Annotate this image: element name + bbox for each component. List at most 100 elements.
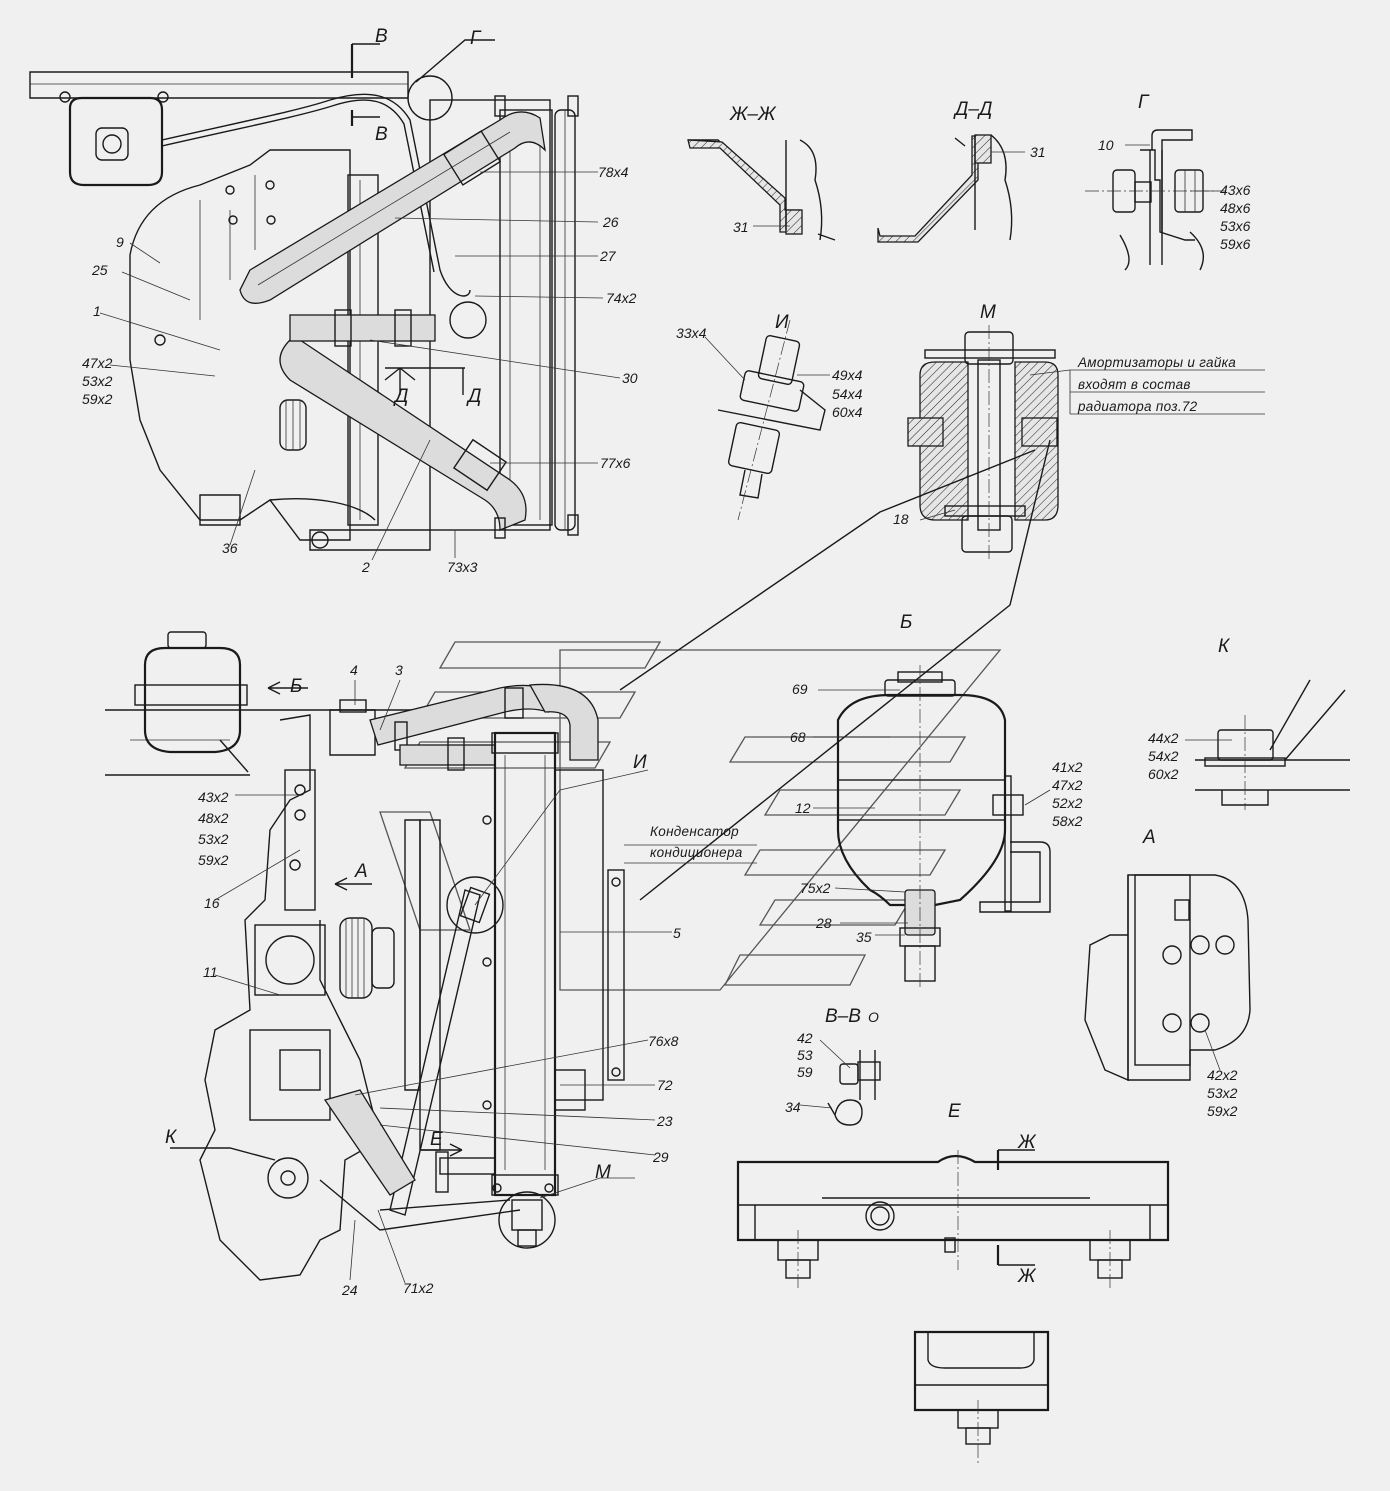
view-m: [619, 325, 1265, 901]
marker-i: И: [633, 752, 647, 773]
marker-d1: Д: [393, 386, 408, 407]
callout-29: 29: [652, 1149, 669, 1165]
main-assembly-view: [105, 631, 757, 1284]
callout-47x2: 47х2: [82, 355, 113, 371]
b-callout-68: 68: [790, 729, 806, 745]
callout-24: 24: [341, 1282, 358, 1298]
view-g: [1085, 129, 1225, 271]
title-i: И: [775, 312, 789, 333]
marker-k: К: [165, 1127, 178, 1148]
vv-callout-53: 53: [797, 1047, 813, 1063]
marker-e: Е: [430, 1129, 443, 1150]
callout-72: 72: [657, 1077, 673, 1093]
zh-callout-31: 31: [733, 219, 749, 235]
view-b: [813, 665, 1051, 990]
m-note-line1: Амортизаторы и гайка: [1077, 355, 1236, 370]
b-callout-28: 28: [815, 915, 832, 931]
g-callout-59: 59х6: [1220, 236, 1251, 252]
section-d-d: [877, 134, 1025, 243]
marker-zh-bot: Ж: [1017, 1266, 1037, 1287]
marker-v-top: В: [375, 26, 388, 47]
title-zh-zh: Ж–Ж: [729, 104, 777, 125]
callout-25: 25: [91, 262, 108, 278]
vv-callout-42: 42: [797, 1030, 813, 1046]
vv-callout-34: 34: [785, 1099, 801, 1115]
g-callout-53: 53х6: [1220, 218, 1251, 234]
marker-b: Б: [290, 676, 302, 697]
view-a: [1084, 874, 1251, 1082]
marker-g: Г: [470, 28, 482, 49]
labels: В В Г Д Д 78х4 26 27 74х2 30 77х6 9 25 1…: [82, 26, 1251, 1298]
callout-59x2-main: 59х2: [198, 852, 229, 868]
i-callout-49: 49х4: [832, 367, 863, 383]
g-callout-43: 43х6: [1220, 182, 1251, 198]
callout-3: 3: [395, 662, 403, 678]
b-callout-35: 35: [856, 929, 872, 945]
m-note-line3: радиатора поз.72: [1077, 399, 1198, 414]
callout-73: 73х3: [447, 559, 478, 575]
marker-zh-top: Ж: [1017, 1132, 1037, 1153]
view-vv: [799, 1039, 881, 1126]
i-callout-54: 54х4: [832, 386, 863, 402]
section-zh-zh: [687, 139, 836, 241]
callout-76: 76х8: [648, 1033, 679, 1049]
callout-74: 74х2: [606, 290, 637, 306]
rotation-mark: О: [868, 1009, 879, 1025]
callout-26: 26: [602, 214, 619, 230]
callout-59x2: 59х2: [82, 391, 113, 407]
callout-36: 36: [222, 540, 238, 556]
callout-16: 16: [204, 895, 220, 911]
m-callout-18: 18: [893, 511, 909, 527]
title-vv: В–В: [825, 1006, 861, 1027]
callout-53x2-main: 53х2: [198, 831, 229, 847]
callout-5: 5: [673, 925, 681, 941]
i-callout-33: 33х4: [676, 325, 707, 341]
callout-71: 71х2: [403, 1280, 434, 1296]
marker-m: М: [595, 1162, 611, 1183]
callout-4: 4: [350, 662, 358, 678]
bottom-detail-view: [913, 1330, 1050, 1465]
title-m: М: [980, 302, 996, 323]
a-callout-53: 53х2: [1207, 1085, 1238, 1101]
marker-a: А: [354, 861, 368, 882]
title-e: Е: [948, 1101, 961, 1122]
b-callout-52: 52х2: [1052, 795, 1083, 811]
g-callout-48: 48х6: [1220, 200, 1251, 216]
k-callout-60: 60х2: [1148, 766, 1179, 782]
view-i: [704, 319, 830, 521]
callout-43x2: 43х2: [198, 789, 229, 805]
title-g: Г: [1138, 92, 1150, 113]
m-note-line2: входят в состав: [1078, 377, 1191, 392]
condenser-label-1: Конденсатор: [650, 824, 739, 839]
callout-11: 11: [203, 964, 218, 980]
b-callout-47: 47х2: [1052, 777, 1083, 793]
callout-9: 9: [116, 234, 124, 250]
callout-2: 2: [361, 559, 370, 575]
callout-1: 1: [93, 303, 101, 319]
callout-77: 77х6: [600, 455, 631, 471]
callout-27: 27: [599, 248, 617, 264]
k-callout-54: 54х2: [1148, 748, 1179, 764]
a-callout-42: 42х2: [1207, 1067, 1238, 1083]
title-k: К: [1218, 636, 1231, 657]
b-callout-12: 12: [795, 800, 811, 816]
condenser-label-2: кондиционера: [650, 845, 743, 860]
top-assembly-view: [29, 39, 621, 561]
a-callout-59: 59х2: [1207, 1103, 1238, 1119]
k-callout-44: 44х2: [1148, 730, 1179, 746]
marker-d2: Д: [466, 386, 481, 407]
marker-v-mid: В: [375, 124, 388, 145]
view-e: [736, 1149, 1170, 1290]
view-k: [1185, 679, 1350, 810]
callout-30: 30: [622, 370, 638, 386]
b-callout-58: 58х2: [1052, 813, 1083, 829]
b-callout-69: 69: [792, 681, 808, 697]
title-a: А: [1142, 827, 1156, 848]
d-callout-31: 31: [1030, 144, 1046, 160]
vv-callout-59: 59: [797, 1064, 813, 1080]
callout-48x2: 48х2: [198, 810, 229, 826]
title-b: Б: [900, 612, 912, 633]
b-callout-41: 41х2: [1052, 759, 1083, 775]
callout-53x2: 53х2: [82, 373, 113, 389]
b-callout-75: 75х2: [800, 880, 831, 896]
